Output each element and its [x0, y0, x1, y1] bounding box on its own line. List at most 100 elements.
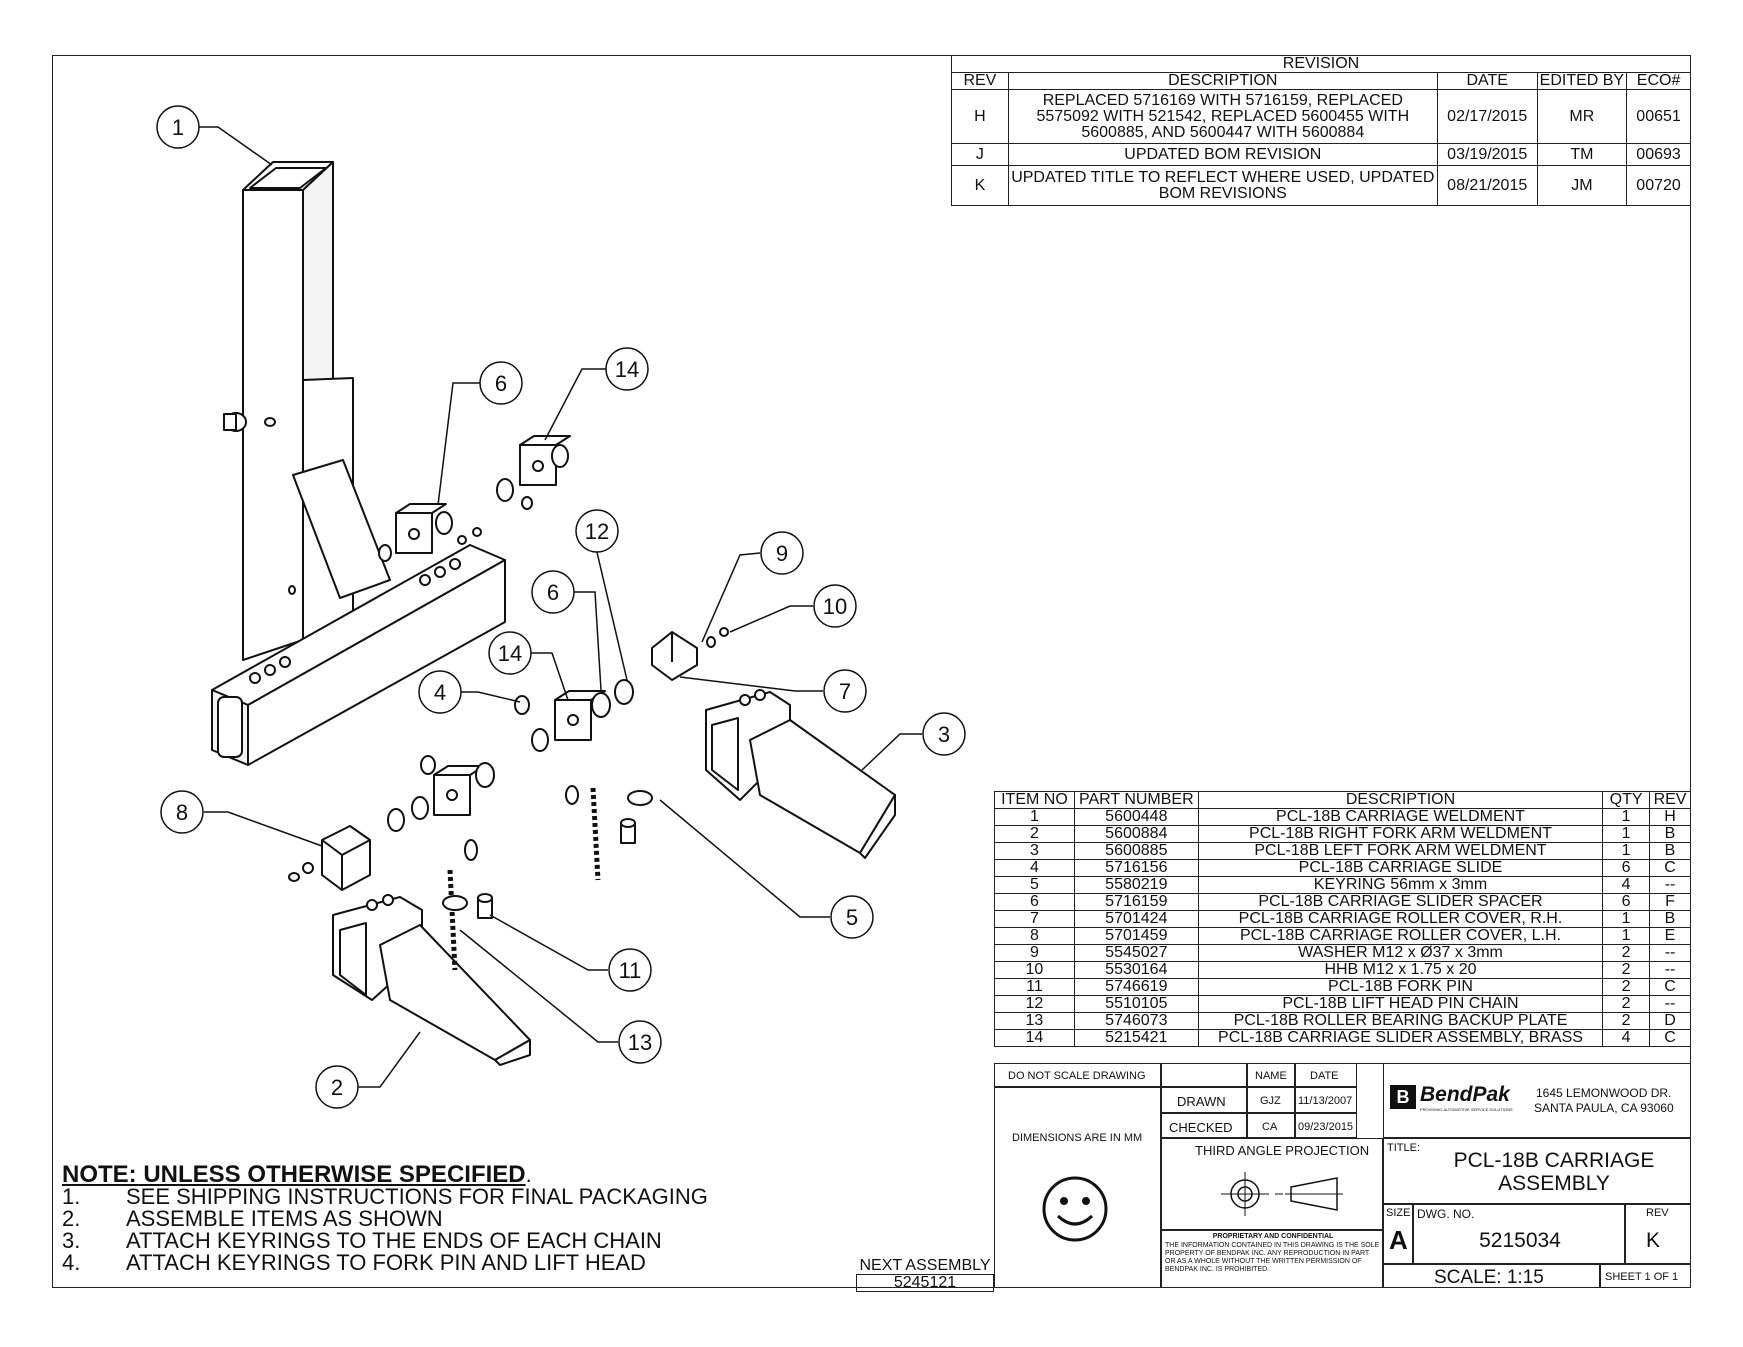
balloon-10: 10 — [813, 584, 857, 628]
bom-header-qty: QTY — [1602, 791, 1651, 809]
revision-row: K UPDATED TITLE TO REFLECT WHERE USED, U… — [951, 165, 1691, 206]
bom-header-desc: DESCRIPTION — [1197, 791, 1604, 809]
name-header: NAME — [1247, 1063, 1295, 1087]
balloon-7: 7 — [823, 669, 867, 713]
note-item: SEE SHIPPING INSTRUCTIONS FOR FINAL PACK… — [126, 1184, 708, 1209]
projection-cell: THIRD ANGLE PROJECTION — [1161, 1138, 1383, 1230]
bom-header-part: PART NUMBER — [1073, 791, 1199, 809]
roller-cover-rh — [651, 627, 729, 681]
revision-table: REVISION REV DESCRIPTION DATE EDITED BY … — [951, 55, 1691, 206]
balloon-14: 14 — [605, 347, 649, 391]
svg-text:9: 9 — [776, 541, 788, 566]
drawing-title-line1: PCL-18B CARRIAGE — [1453, 1149, 1655, 1172]
next-assembly-label: NEXT ASSEMBLY — [856, 1258, 994, 1275]
carriage-slider-assembly-top — [378, 435, 571, 562]
svg-text:10: 10 — [823, 594, 847, 619]
balloon-5: 5 — [830, 895, 874, 939]
rev-header-by: EDITED BY — [1536, 72, 1628, 90]
do-not-scale-cell: DO NOT SCALE DRAWING — [994, 1063, 1161, 1087]
checked-label: CHECKED — [1161, 1113, 1247, 1138]
balloon-4: 4 — [418, 670, 462, 714]
third-angle-projection-icon — [1221, 1172, 1343, 1216]
balloon-12: 13 — [618, 1020, 662, 1064]
revision-title: REVISION — [951, 55, 1691, 73]
balloon-6: 6 — [479, 361, 523, 405]
svg-text:12: 12 — [585, 519, 609, 544]
smiley-icon — [1042, 1176, 1108, 1242]
svg-text:2: 2 — [331, 1075, 343, 1100]
bendpak-logo: B BendPak PROVIDING AUTOMOTIVE SERVICE S… — [1390, 1083, 1540, 1112]
balloon-2: 2 — [315, 1065, 359, 1109]
revision-row: J UPDATED BOM REVISION 03/19/2015 TM 006… — [951, 143, 1691, 166]
title-cell: TITLE: PCL-18B CARRIAGE ASSEMBLY — [1383, 1138, 1691, 1204]
drawing-title-line2: ASSEMBLY — [1498, 1172, 1610, 1195]
dimensions-cell: DIMENSIONS ARE IN MM — [994, 1087, 1161, 1288]
balloon-1: 1 — [156, 105, 200, 149]
svg-text:6: 6 — [495, 371, 507, 396]
balloon-13: 12 — [575, 509, 619, 553]
company-cell: B BendPak PROVIDING AUTOMOTIVE SERVICE S… — [1383, 1063, 1691, 1138]
svg-text:14: 14 — [615, 357, 639, 382]
bom-header-item: ITEM NO — [994, 791, 1075, 809]
svg-text:3: 3 — [938, 722, 950, 747]
drawn-name: GJZ — [1247, 1087, 1295, 1113]
proprietary-cell: PROPRIETARY AND CONFIDENTIAL THE INFORMA… — [1161, 1230, 1383, 1288]
svg-text:5: 5 — [846, 905, 858, 930]
drawn-date: 11/13/2007 — [1295, 1087, 1357, 1113]
note-item: ATTACH KEYRINGS TO THE ENDS OF EACH CHAI… — [126, 1228, 662, 1253]
note-item: ATTACH KEYRINGS TO FORK PIN AND LIFT HEA… — [126, 1250, 646, 1275]
balloon-9: 9 — [760, 531, 804, 575]
roller-cover-lh — [288, 825, 371, 891]
bill-of-materials-table: ITEM NO PART NUMBER DESCRIPTION QTY REV … — [994, 791, 1691, 1047]
svg-text:7: 7 — [839, 679, 851, 704]
revision-row: H REPLACED 5716169 WITH 5716159, REPLACE… — [951, 89, 1691, 144]
svg-text:13: 13 — [628, 1030, 652, 1055]
scale-cell: SCALE: 1:15 — [1383, 1264, 1600, 1288]
balloon-8: 8 — [160, 790, 204, 834]
bom-header-rev: REV — [1649, 791, 1691, 809]
rev-header-desc: DESCRIPTION — [1007, 72, 1438, 90]
svg-text:4: 4 — [434, 680, 446, 705]
checked-name: CA — [1247, 1113, 1295, 1138]
rev-header-date: DATE — [1436, 72, 1538, 90]
svg-text:11: 11 — [619, 958, 642, 983]
rev-header-eco: ECO# — [1626, 72, 1691, 90]
balloon-14b: 14 — [488, 631, 532, 675]
svg-text:6: 6 — [547, 580, 559, 605]
notes-title: NOTE: UNLESS OTHERWISE SPECIFIED — [62, 1161, 526, 1188]
note-item: ASSEMBLE ITEMS AS SHOWN — [126, 1206, 443, 1231]
svg-text:8: 8 — [176, 800, 188, 825]
dwg-no-cell: DWG. NO. 5215034 — [1413, 1204, 1625, 1264]
general-notes: NOTE: UNLESS OTHERWISE SPECIFIED. 1.SEE … — [62, 1161, 708, 1275]
chains-and-pins — [442, 785, 653, 971]
right-fork-arm — [332, 894, 531, 1066]
svg-text:1: 1 — [172, 115, 184, 140]
next-assembly-value: 5245121 — [856, 1274, 994, 1292]
carriage-weldment — [211, 161, 506, 766]
carriage-slider-assembly-middle — [514, 679, 634, 752]
balloon-6b: 6 — [531, 570, 575, 614]
balloon-3: 3 — [922, 712, 966, 756]
size-cell: SIZE A — [1383, 1204, 1413, 1264]
carriage-slider-assembly-lower — [387, 755, 495, 861]
rev-header-rev: REV — [951, 72, 1009, 90]
balloon-11: 11 — [608, 948, 652, 992]
drawn-label: DRAWN — [1161, 1087, 1247, 1113]
rev-cell: REV K — [1625, 1204, 1691, 1264]
svg-text:14: 14 — [498, 641, 522, 666]
checked-date: 09/23/2015 — [1295, 1113, 1357, 1138]
